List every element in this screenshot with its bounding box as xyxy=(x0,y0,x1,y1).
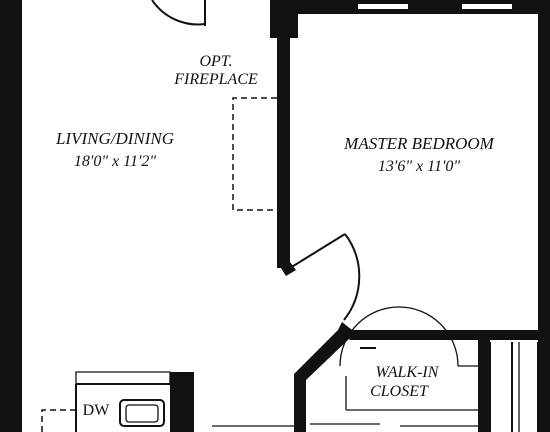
bedroom-windows xyxy=(358,4,512,9)
master-bedroom-dims: 13'6" x 11'0" xyxy=(378,158,460,175)
fireplace-outline xyxy=(232,97,277,211)
fireplace-label-line1: OPT. xyxy=(199,53,232,70)
master-bedroom-name: MASTER BEDROOM xyxy=(343,134,495,153)
closet-label-line2: CLOSET xyxy=(370,383,429,400)
bedroom-bottom-wall xyxy=(338,322,538,340)
fireplace-label-line2: FIREPLACE xyxy=(173,71,258,88)
dishwasher-outline xyxy=(41,409,76,432)
bedroom-top-wall xyxy=(290,0,550,14)
bedroom-left-wall xyxy=(277,24,290,268)
kitchen-sink xyxy=(119,399,165,427)
living-dining-dims: 18'0" x 11'2" xyxy=(74,153,156,170)
bottom-partitions xyxy=(212,423,478,427)
right-exterior-wall xyxy=(538,14,550,432)
entry-door xyxy=(151,0,206,26)
closet-right-wall xyxy=(478,338,490,432)
closet-label-line1: WALK-IN xyxy=(376,364,440,381)
living-dining-name: LIVING/DINING xyxy=(55,129,174,148)
closet-shelving xyxy=(489,342,539,432)
kitchen-counter xyxy=(75,371,194,432)
dishwasher-label: DW xyxy=(83,402,111,419)
bedroom-door-jamb xyxy=(277,262,296,276)
closet-door xyxy=(339,306,478,411)
left-exterior-wall xyxy=(0,0,22,432)
closet-left-wall xyxy=(294,330,350,432)
bedroom-door xyxy=(289,233,361,321)
